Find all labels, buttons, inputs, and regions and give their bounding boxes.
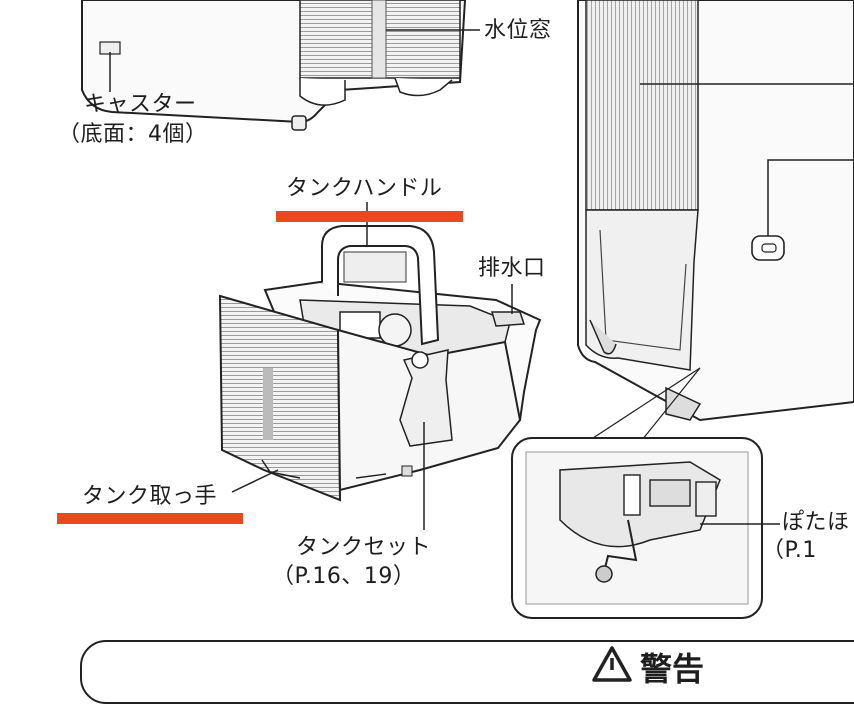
tank-handle-label: タンクハンドル: [286, 176, 443, 201]
tank-handle-highlight-bar: [276, 211, 463, 222]
warning-triangle-icon: [592, 646, 632, 682]
float-ref-label: （P.1: [762, 538, 817, 563]
warning-title: 警告: [640, 650, 705, 688]
water-tank: [218, 202, 542, 530]
product-illustration: [81, 0, 854, 619]
warning-notice-box: [80, 640, 854, 704]
caster-note-label: （底面：4個）: [58, 122, 208, 147]
dehumidifier-body-right: [577, 0, 854, 441]
float-label: ぽたほ: [782, 510, 850, 535]
dehumidifier-body-top: [81, 0, 480, 131]
caster-label: キャスター: [84, 92, 197, 117]
tank-set-label: タンクセット: [296, 535, 432, 560]
tank-grip-highlight-bar: [57, 513, 243, 524]
tank-set-ref-label: （P.16、19）: [272, 564, 416, 589]
tank-grip-label: タンク取っ手: [82, 484, 218, 509]
drain-port-label: 排水口: [478, 256, 546, 281]
float-detail-inset: [511, 437, 780, 619]
water-window-label: 水位窓: [484, 18, 552, 43]
